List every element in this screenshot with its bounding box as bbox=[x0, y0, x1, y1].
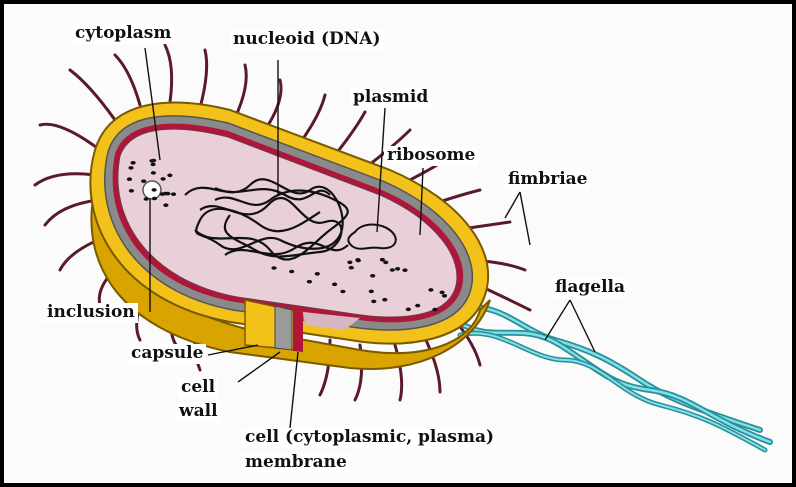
ribosome-dot bbox=[127, 177, 132, 181]
ribosome-dot bbox=[165, 192, 170, 196]
ribosome-dot bbox=[171, 192, 176, 196]
ribosome-dot bbox=[160, 192, 165, 196]
leader-fimbriae-2 bbox=[520, 192, 530, 245]
label-nucleoid: nucleoid (DNA) bbox=[230, 30, 384, 50]
ribosome-dot bbox=[406, 308, 411, 312]
ribosome-dot bbox=[129, 189, 134, 193]
ribosome-dot bbox=[371, 300, 376, 304]
ribosome-dot bbox=[369, 290, 374, 294]
ribosome-dot bbox=[167, 174, 172, 178]
cutaway-membrane bbox=[293, 310, 303, 352]
ribosome-dot bbox=[349, 266, 354, 270]
ribosome-dot bbox=[380, 258, 385, 262]
label-cell-wall-line2: wall bbox=[176, 402, 221, 422]
flagellum-1 bbox=[455, 307, 760, 430]
flagellum-3 bbox=[460, 333, 765, 450]
ribosome-dot bbox=[161, 177, 166, 181]
ribosome-dot bbox=[382, 298, 387, 302]
fimbria-15 bbox=[335, 112, 365, 155]
cutaway-wall bbox=[275, 306, 292, 350]
ribosome-dot bbox=[395, 267, 400, 271]
ribosome-dot bbox=[149, 159, 154, 163]
label-membrane-line1: cell (cytoplasmic, plasma) bbox=[242, 428, 497, 448]
label-fimbriae: fimbriae bbox=[505, 170, 590, 190]
ribosome-dot bbox=[432, 308, 437, 312]
ribosome-dot bbox=[390, 268, 395, 272]
ribosome-dot bbox=[289, 270, 294, 274]
ribosome-dot bbox=[383, 261, 388, 265]
ribosome-dot bbox=[370, 274, 375, 278]
ribosome-dot bbox=[152, 188, 157, 192]
ribosome-dot bbox=[440, 291, 445, 295]
fimbria-1 bbox=[40, 124, 100, 150]
ribosome-dot bbox=[151, 171, 156, 175]
ribosome-dot bbox=[332, 283, 337, 287]
ribosome-dot bbox=[141, 179, 146, 183]
ribosome-dot bbox=[442, 294, 447, 298]
ribosome-dot bbox=[151, 163, 156, 167]
ribosome-dot bbox=[163, 203, 168, 207]
ribosome-dot bbox=[131, 161, 136, 165]
ribosome-dot bbox=[128, 166, 133, 170]
ribosome-dot bbox=[347, 261, 352, 265]
ribosome-dot bbox=[428, 288, 433, 292]
fimbria-14 bbox=[300, 95, 325, 143]
leader-membrane bbox=[290, 352, 298, 428]
label-membrane-line2: membrane bbox=[242, 453, 350, 473]
ribosome-dot bbox=[402, 268, 407, 272]
fimbria-9 bbox=[115, 55, 140, 105]
ribosome-dot bbox=[315, 272, 320, 276]
fimbria-11 bbox=[200, 50, 207, 108]
label-cytoplasm: cytoplasm bbox=[72, 24, 174, 44]
label-inclusion: inclusion bbox=[44, 303, 138, 323]
fimbria-10 bbox=[165, 45, 172, 102]
label-ribosome: ribosome bbox=[384, 146, 478, 166]
label-flagella: flagella bbox=[552, 278, 628, 298]
flagellum-3-highlight bbox=[460, 333, 765, 450]
fimbria-25 bbox=[425, 338, 440, 392]
ribosome-dot bbox=[152, 197, 157, 201]
label-plasmid: plasmid bbox=[350, 88, 431, 108]
fimbria-8 bbox=[70, 70, 115, 120]
leader-flagella-1 bbox=[545, 300, 570, 340]
fimbria-12 bbox=[235, 65, 246, 118]
label-capsule: capsule bbox=[128, 344, 206, 364]
fimbria-3 bbox=[45, 200, 98, 225]
ribosome-dot bbox=[307, 280, 312, 284]
ribosome-dot bbox=[144, 197, 149, 201]
leader-fimbriae-1 bbox=[505, 192, 520, 218]
label-cell-wall-line1: cell bbox=[178, 378, 218, 398]
ribosome-dot bbox=[355, 258, 360, 262]
flagella-strands bbox=[455, 307, 770, 450]
ribosome-dot bbox=[415, 304, 420, 308]
ribosome-dot bbox=[271, 266, 276, 270]
ribosome-dot bbox=[340, 290, 345, 294]
fimbria-2 bbox=[35, 174, 95, 185]
